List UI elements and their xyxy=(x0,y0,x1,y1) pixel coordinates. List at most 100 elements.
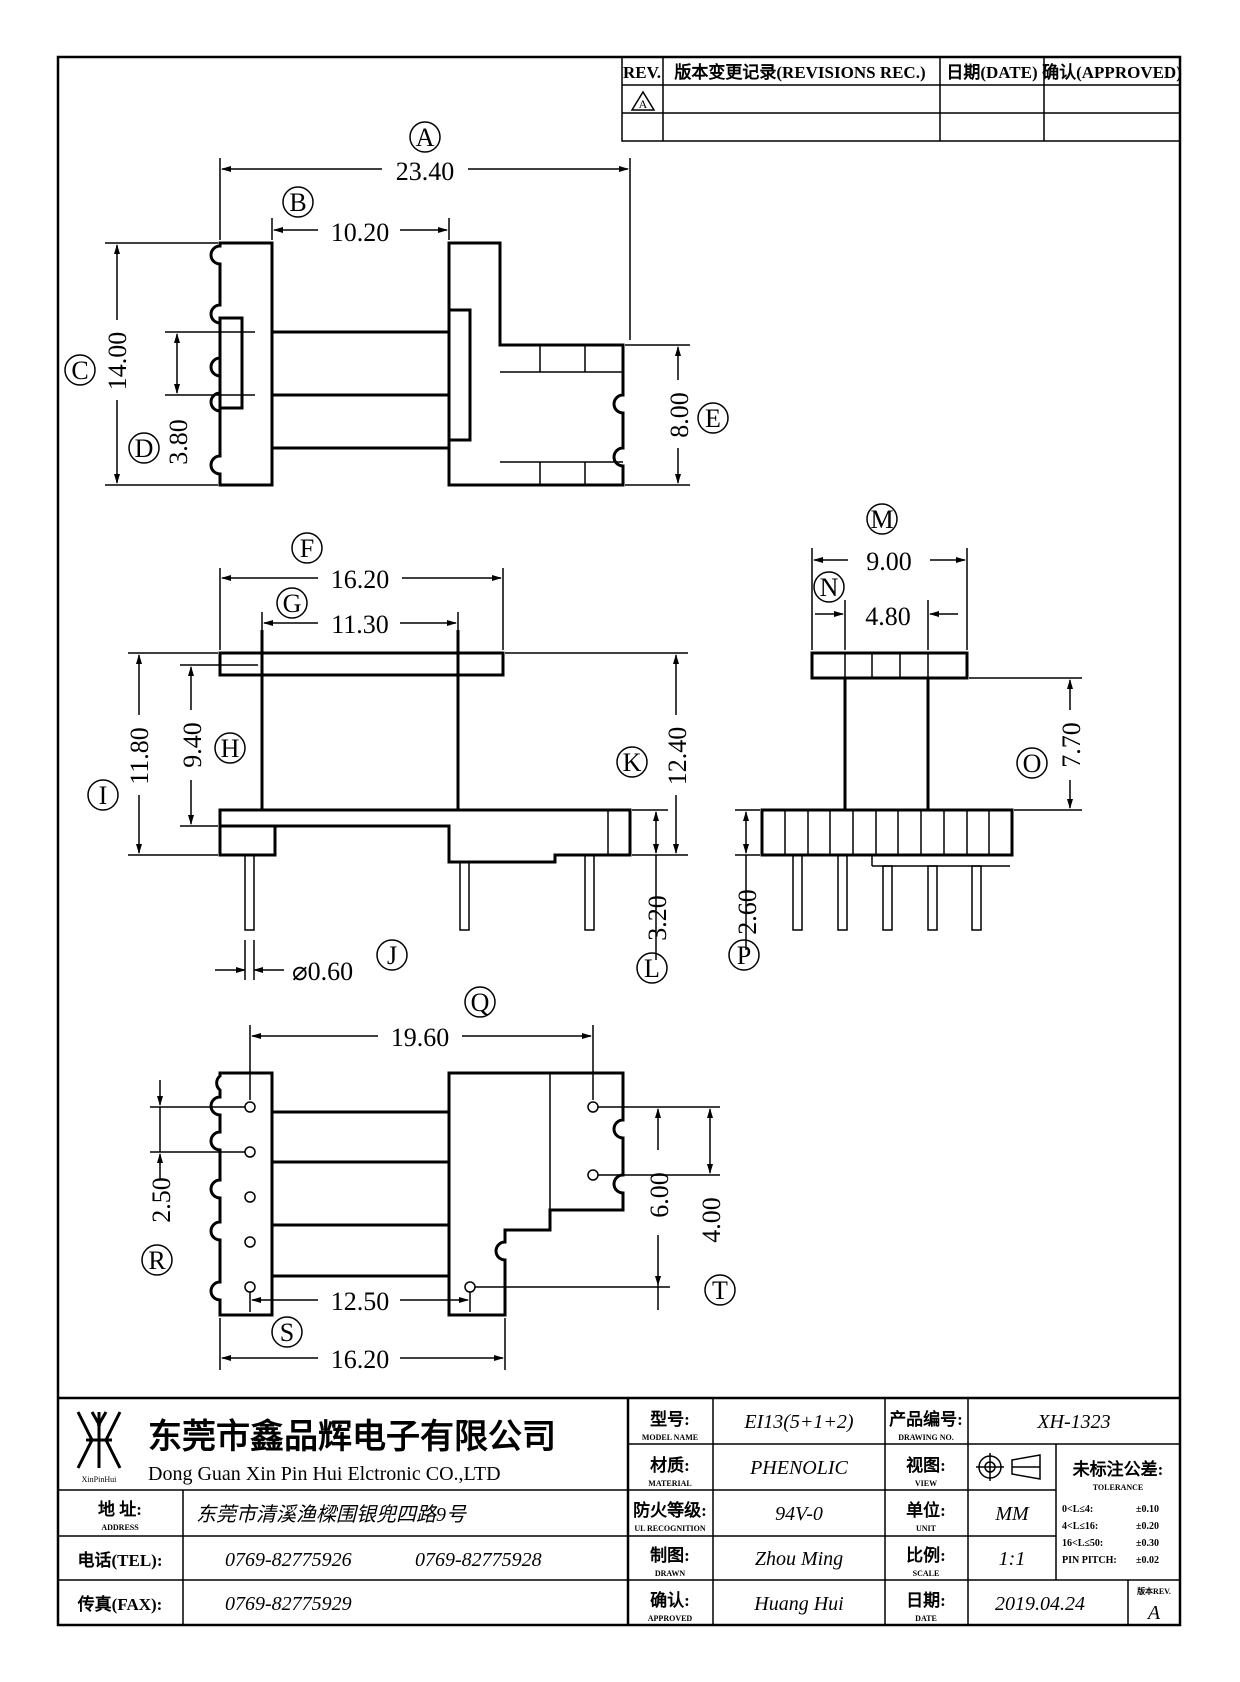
view-label-en: VIEW xyxy=(915,1479,937,1488)
tolerance-label: 未标注公差: xyxy=(1072,1459,1164,1479)
callout-n: N xyxy=(820,573,839,602)
callout-t: T xyxy=(712,1276,728,1305)
ul-label-en: UL RECOGNITION xyxy=(634,1524,706,1533)
callout-l: L xyxy=(644,954,660,983)
tolerance-range-1: 0<L≤4: xyxy=(1062,1504,1093,1515)
callout-q: Q xyxy=(471,988,490,1017)
unit-label-en: UNIT xyxy=(916,1524,937,1533)
callout-b: B xyxy=(289,188,306,217)
sheet-border xyxy=(56,55,1182,1627)
model-label: 型号: xyxy=(650,1409,690,1429)
version-value: A xyxy=(1146,1602,1161,1624)
dim-e-value: 8.00 xyxy=(665,392,694,438)
callout-i: I xyxy=(99,781,108,810)
tolerance-label-en: TOLERANCE xyxy=(1093,1483,1144,1492)
callout-p: P xyxy=(737,941,751,970)
address-label-en: ADDRESS xyxy=(101,1523,139,1532)
dim-c-value: 14.00 xyxy=(103,332,132,391)
dim-d-value: 3.80 xyxy=(164,419,193,465)
side-view: 9.00 4.80 7.70 2.60 xyxy=(733,547,1086,950)
dim-s1-value: 12.50 xyxy=(331,1287,390,1316)
dim-q-value: 19.60 xyxy=(391,1023,450,1052)
callout-k: K xyxy=(623,748,642,777)
tolerance-range-4: PIN PITCH: xyxy=(1062,1555,1117,1566)
model-value: EI13(5+1+2) xyxy=(743,1411,854,1433)
fax-value: 0769-82775929 xyxy=(225,1593,352,1615)
callout-c: C xyxy=(71,356,88,385)
dim-s2-value: 16.20 xyxy=(331,1345,390,1374)
dim-m-value: 9.00 xyxy=(866,547,912,576)
revisions-record-header: 版本变更记录(REVISIONS REC.) xyxy=(674,62,925,82)
material-label-en: MATERIAL xyxy=(648,1479,691,1488)
dim-p-value: 2.60 xyxy=(733,889,762,935)
dim-t2-value: 4.00 xyxy=(697,1197,726,1243)
drawing-no-value: XH-1323 xyxy=(1036,1411,1110,1433)
callout-g: G xyxy=(283,589,302,618)
callout-f: F xyxy=(300,534,314,563)
dim-g-value: 11.30 xyxy=(331,610,389,639)
dim-l-value: 3.20 xyxy=(643,895,672,941)
approved-label: 确认: xyxy=(650,1590,690,1610)
date-label: 日期: xyxy=(906,1591,946,1610)
dim-i-value: 11.80 xyxy=(125,727,154,785)
drawing-no-label: 产品编号: xyxy=(889,1409,963,1429)
model-label-en: MODEL NAME xyxy=(642,1433,698,1442)
logo-text: XinPinHui xyxy=(82,1475,117,1484)
callout-e: E xyxy=(705,404,721,433)
dim-f-value: 16.20 xyxy=(331,565,390,594)
fax-label: 传真(FAX): xyxy=(77,1594,163,1614)
tolerance-value-4: ±0.02 xyxy=(1136,1555,1159,1566)
callout-d: D xyxy=(135,434,154,463)
callout-r: R xyxy=(148,1246,166,1275)
callouts: A B C D E F G H I J K L M N O P Q R S T xyxy=(64,121,1048,1348)
ul-value: 94V-0 xyxy=(775,1503,823,1525)
dim-j-value: ⌀0.60 xyxy=(292,957,353,986)
scale-label: 比例: xyxy=(906,1545,946,1565)
tolerance-range-3: 16<L≤50: xyxy=(1062,1538,1103,1549)
tolerance-value-3: ±0.30 xyxy=(1136,1538,1159,1549)
revision-date-header: 日期(DATE) xyxy=(946,63,1037,82)
callout-m: M xyxy=(870,505,893,534)
tel-value-1: 0769-82775926 xyxy=(225,1549,352,1571)
front-view: 16.20 11.30 9.40 11.80 ⌀0.60 12.40 xyxy=(125,565,692,986)
revision-triangle-icon xyxy=(630,90,656,111)
version-label: 版本REV. xyxy=(1136,1586,1171,1596)
drawn-label: 制图: xyxy=(650,1545,690,1565)
tolerance-value-1: ±0.10 xyxy=(1136,1504,1159,1515)
callout-s: S xyxy=(280,1318,294,1347)
approved-value: Huang Hui xyxy=(753,1593,843,1615)
dim-b-value: 10.20 xyxy=(331,218,390,247)
company-logo: XinPinHui xyxy=(76,1411,122,1484)
callout-h: H xyxy=(221,734,240,763)
dim-a-value: 23.40 xyxy=(396,157,455,186)
date-label-en: DATE xyxy=(915,1614,937,1623)
material-label: 材质: xyxy=(650,1455,690,1475)
scale-label-en: SCALE xyxy=(913,1569,940,1578)
projection-symbol-icon xyxy=(976,1453,1041,1481)
drawing-no-label-en: DRAWING NO. xyxy=(898,1433,954,1442)
date-value: 2019.04.24 xyxy=(995,1593,1085,1615)
address-value: 东莞市清溪渔樑围银兜四路9号 xyxy=(196,1504,467,1526)
scale-value: 1:1 xyxy=(999,1548,1026,1570)
callout-o: O xyxy=(1023,749,1042,778)
tel-value-2: 0769-82775928 xyxy=(415,1549,542,1571)
revision-marker: A xyxy=(639,97,648,111)
dim-o-value: 7.70 xyxy=(1057,722,1086,768)
unit-label: 单位: xyxy=(906,1500,946,1520)
dim-n-value: 4.80 xyxy=(865,602,911,631)
revision-table: REV. 版本变更记录(REVISIONS REC.) 日期(DATE) 确认(… xyxy=(621,56,1182,142)
top-view: 23.40 10.20 14.00 3.80 8.00 xyxy=(103,155,694,487)
dim-k-value: 12.40 xyxy=(663,727,692,786)
drawn-value: Zhou Ming xyxy=(755,1548,843,1570)
dim-r-value: 2.50 xyxy=(147,1177,176,1223)
unit-value: MM xyxy=(994,1503,1030,1525)
address-label: 地 址: xyxy=(98,1499,142,1519)
dim-h-value: 9.40 xyxy=(178,722,207,768)
approved-label-en: APPROVED xyxy=(648,1614,693,1623)
tel-label: 电话(TEL): xyxy=(78,1550,163,1570)
revision-approved-header: 确认(APPROVED) xyxy=(1042,62,1182,82)
material-value: PHENOLIC xyxy=(749,1457,848,1479)
rev-header: REV. xyxy=(623,63,661,82)
callout-a: A xyxy=(416,123,435,152)
